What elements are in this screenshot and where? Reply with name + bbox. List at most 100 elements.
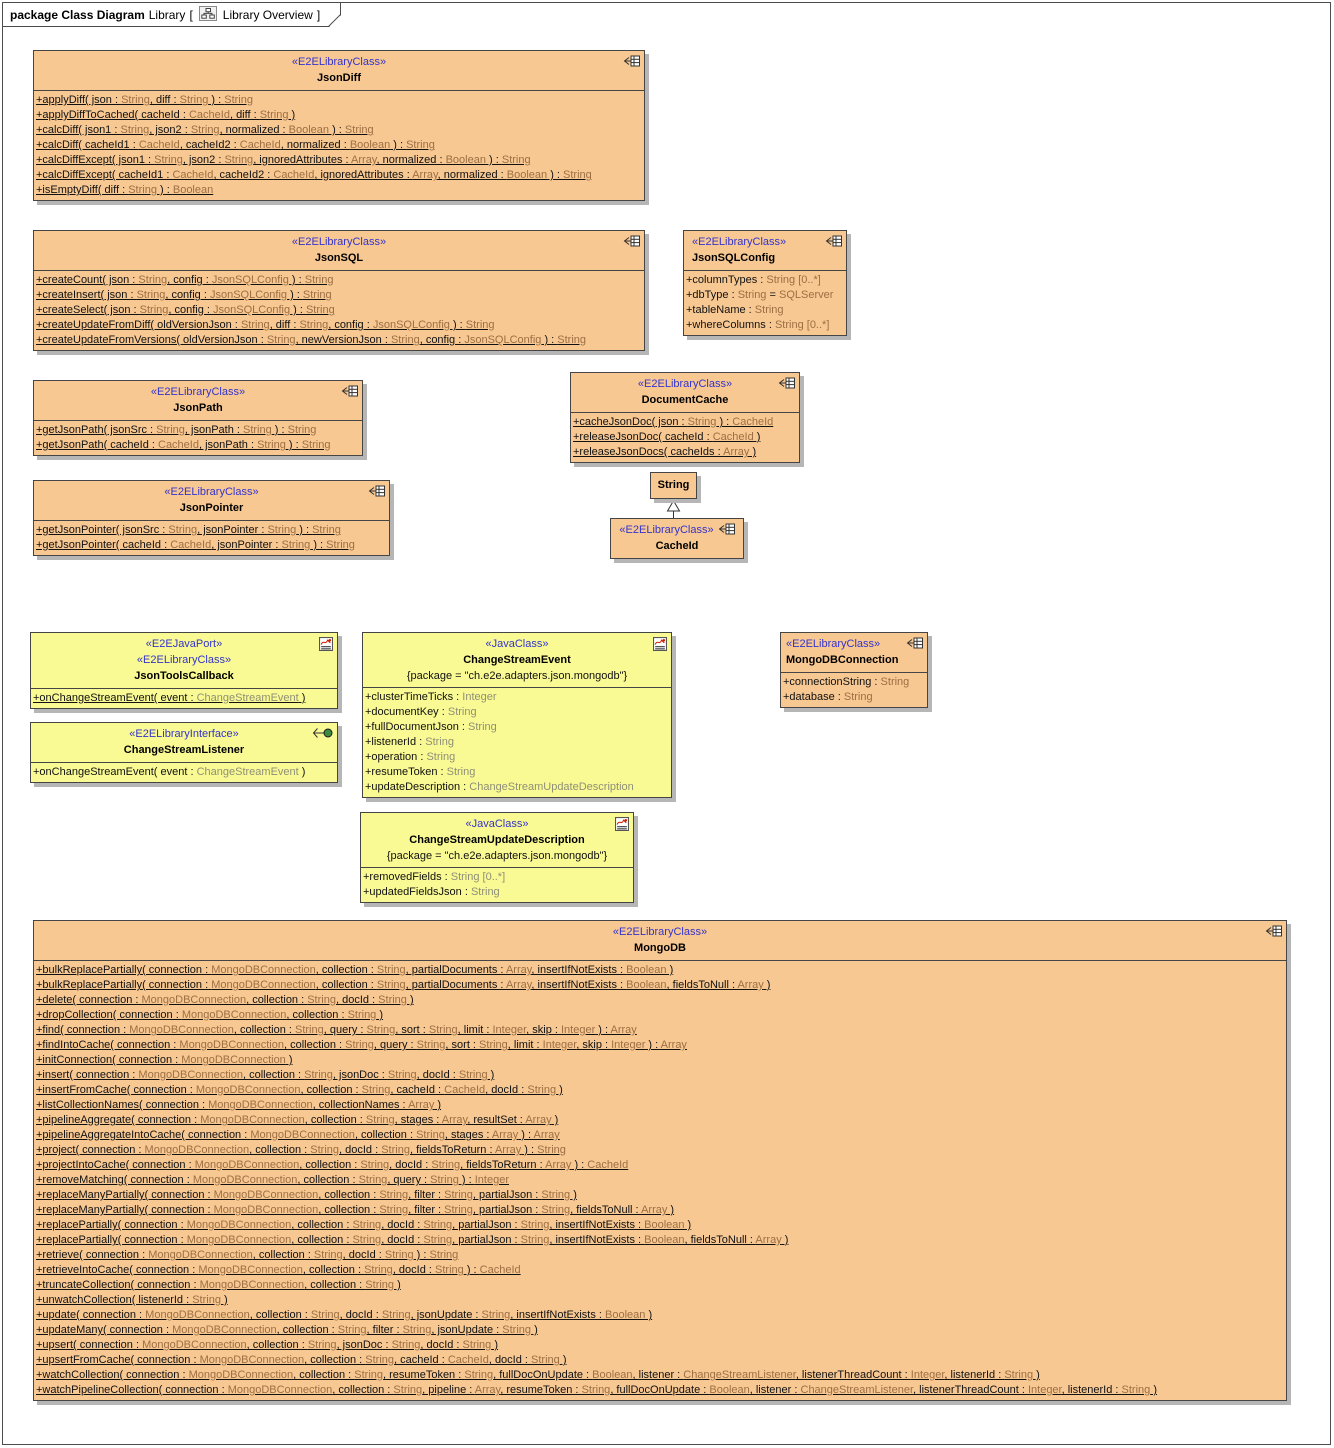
member-row: +pipelineAggregateIntoCache( connection … — [36, 1129, 560, 1141]
member-row: +resumeToken : String — [365, 766, 476, 778]
member-row: +updateMany( connection : MongoDBConnect… — [36, 1324, 538, 1336]
bracket: ] — [316, 7, 321, 22]
member-row: +unwatchCollection( listenerId : String … — [36, 1294, 228, 1306]
class-name: ChangeStreamUpdateDescription — [409, 834, 585, 846]
member-row: +getJsonPointer( jsonSrc : String, jsonP… — [36, 524, 341, 536]
class-jsontoolscallback[interactable]: «E2EJavaPort» «E2ELibraryClass» JsonTool… — [30, 632, 338, 709]
member-row: +removeMatching( connection : MongoDBCon… — [36, 1174, 509, 1186]
model-name-label: Library — [148, 7, 186, 22]
member-row: +replacePartially( connection : MongoDBC… — [36, 1219, 692, 1231]
attribute-compartment: +connectionString : String+database : St… — [781, 672, 927, 707]
stereotype-label: «E2ELibraryClass» — [617, 522, 737, 538]
member-row: +getJsonPath( cacheId : CacheId, jsonPat… — [36, 439, 331, 451]
bracket: [ — [189, 7, 193, 22]
class-name: CacheId — [655, 540, 699, 552]
class-changestreamlistener[interactable]: «E2ELibraryInterface» ChangeStreamListen… — [30, 722, 338, 783]
member-row: +listenerId : String — [365, 736, 454, 748]
attribute-compartment: +columnTypes : String [0..*]+dbType : St… — [684, 270, 846, 335]
member-row: +onChangeStreamEvent( event : ChangeStre… — [33, 766, 306, 778]
class-name: MongoDBConnection — [786, 654, 899, 666]
member-row: +releaseJsonDoc( cacheId : CacheId ) — [573, 431, 761, 443]
class-documentcache[interactable]: «E2ELibraryClass» DocumentCache +cacheJs… — [570, 372, 800, 463]
class-mongodb[interactable]: «E2ELibraryClass» MongoDB +bulkReplacePa… — [33, 920, 1287, 1401]
class-header: «E2ELibraryClass» JsonDiff — [34, 51, 644, 90]
class-changestreamupdatedescription[interactable]: «JavaClass» ChangeStreamUpdateDescriptio… — [360, 812, 634, 903]
member-row: +replacePartially( connection : MongoDBC… — [36, 1234, 789, 1246]
member-row: +upsertFromCache( connection : MongoDBCo… — [36, 1354, 567, 1366]
class-string[interactable]: String — [650, 472, 697, 499]
class-jsonpath[interactable]: «E2ELibraryClass» JsonPath +getJsonPath(… — [33, 380, 363, 456]
member-row: +find( connection : MongoDBConnection, c… — [36, 1024, 637, 1036]
class-name: String — [657, 479, 690, 491]
member-row: +updatedFieldsJson : String — [363, 886, 500, 898]
member-row: +operation : String — [365, 751, 456, 763]
member-row: +calcDiff( cacheId1 : CacheId, cacheId2 … — [36, 139, 435, 151]
member-row: +isEmptyDiff( diff : String ) : Boolean — [36, 184, 214, 196]
class-header: «E2ELibraryClass» JsonPointer — [34, 481, 389, 520]
member-row: +columnTypes : String [0..*] — [686, 274, 821, 286]
member-row: +insert( connection : MongoDBConnection,… — [36, 1069, 495, 1081]
class-header: «E2ELibraryInterface» ChangeStreamListen… — [31, 723, 337, 762]
member-row: +replaceManyPartially( connection : Mong… — [36, 1189, 577, 1201]
member-row: +bulkReplacePartially( connection : Mong… — [36, 979, 771, 991]
member-row: +whereColumns : String [0..*] — [686, 319, 830, 331]
member-row: +calcDiffExcept( json1 : String, json2 :… — [36, 154, 531, 166]
member-row: +bulkReplacePartially( connection : Mong… — [36, 964, 674, 976]
member-row: +createInsert( json : String, config : J… — [36, 289, 332, 301]
method-compartment: +onChangeStreamEvent( event : ChangeStre… — [31, 762, 337, 782]
stereotype-label: «E2EJavaPort» — [145, 638, 223, 650]
link-icon — [906, 637, 923, 649]
member-row: +createUpdateFromDiff( oldVersionJson : … — [36, 319, 495, 331]
member-row: +insertFromCache( connection : MongoDBCo… — [36, 1084, 563, 1096]
class-cacheid[interactable]: «E2ELibraryClass» CacheId — [610, 518, 744, 559]
stereotype-label: «E2ELibraryClass» — [612, 926, 708, 938]
class-name: JsonPointer — [179, 502, 244, 514]
member-row: +documentKey : String — [365, 706, 477, 718]
class-name: DocumentCache — [641, 394, 729, 406]
member-row: +pipelineAggregate( connection : MongoDB… — [36, 1114, 559, 1126]
class-mongodbconnection[interactable]: «E2ELibraryClass» MongoDBConnection +con… — [780, 632, 928, 708]
attribute-compartment: +removedFields : String [0..*] +updatedFi… — [361, 867, 633, 902]
class-jsonsqlconfig[interactable]: «E2ELibraryClass» JsonSQLConfig +columnT… — [683, 230, 847, 336]
link-icon — [778, 377, 795, 389]
class-header: «JavaClass» ChangeStreamUpdateDescriptio… — [361, 813, 633, 867]
member-row: +retrieveIntoCache( connection : MongoDB… — [36, 1264, 521, 1276]
member-row: +tableName : String — [686, 304, 784, 316]
link-icon — [1265, 925, 1282, 937]
method-compartment: +applyDiff( json : String, diff : String… — [34, 90, 644, 200]
class-name: JsonDiff — [317, 72, 361, 84]
class-jsondiff[interactable]: «E2ELibraryClass» JsonDiff +applyDiff( j… — [33, 50, 645, 201]
stereotype-label: «E2ELibraryClass» — [291, 236, 387, 248]
stereotype-label: «E2ELibraryClass» — [786, 638, 881, 650]
member-row: +applyDiff( json : String, diff : String… — [36, 94, 253, 106]
method-compartment: +cacheJsonDoc( json : String ) : CacheId… — [571, 412, 799, 462]
class-jsonpointer[interactable]: «E2ELibraryClass» JsonPointer +getJsonPo… — [33, 480, 390, 556]
member-row: +project( connection : MongoDBConnection… — [36, 1144, 566, 1156]
link-icon — [341, 385, 358, 397]
member-row: +watchCollection( connection : MongoDBCo… — [36, 1369, 1040, 1381]
class-header: «E2ELibraryClass» JsonSQLConfig — [684, 231, 846, 270]
member-row: +removedFields : String [0..*] — [363, 871, 506, 883]
link-icon — [623, 235, 640, 247]
class-name: MongoDB — [634, 942, 686, 954]
member-row: +replaceManyPartially( connection : Mong… — [36, 1204, 675, 1216]
stereotype-label: «E2ELibraryInterface» — [129, 728, 239, 740]
member-row: +fullDocumentJson : String — [365, 721, 497, 733]
method-compartment: +getJsonPointer( jsonSrc : String, jsonP… — [34, 520, 389, 555]
package-tagline: {package = "ch.e2e.adapters.json.mongodb… — [386, 850, 608, 862]
member-row: +delete( connection : MongoDBConnection,… — [36, 994, 414, 1006]
member-row: +calcDiffExcept( cacheId1 : CacheId, cac… — [36, 169, 592, 181]
java-port-icon — [319, 637, 333, 651]
class-header: String — [651, 473, 696, 498]
stereotype-label: «E2ELibraryClass» — [164, 486, 259, 498]
class-changestreamevent[interactable]: «JavaClass» ChangeStreamEvent {package =… — [362, 632, 672, 798]
diagram-frame-tab: package Class Diagram Library [ Library … — [2, 2, 341, 27]
class-jsonsql[interactable]: «E2ELibraryClass» JsonSQL +createCount( … — [33, 230, 645, 351]
generalization-connector — [666, 500, 681, 519]
class-header: «E2ELibraryClass» JsonPath — [34, 381, 362, 420]
member-row: +applyDiffToCached( cacheId : CacheId, d… — [36, 109, 296, 121]
diagram-icon — [199, 6, 217, 24]
stereotype-label: «E2ELibraryClass» — [150, 386, 246, 398]
class-header: «E2EJavaPort» «E2ELibraryClass» JsonTool… — [31, 633, 337, 688]
member-row: +retrieve( connection : MongoDBConnectio… — [36, 1249, 459, 1261]
